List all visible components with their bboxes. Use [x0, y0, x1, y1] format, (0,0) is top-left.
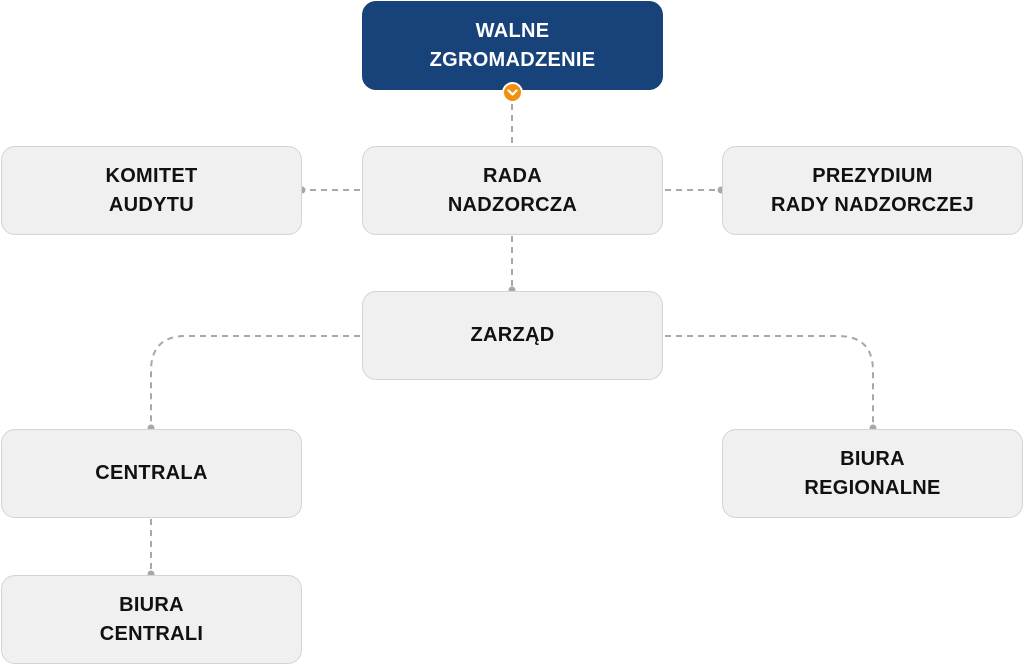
node-walne-zgromadzenie[interactable]: WALNE ZGROMADZENIE	[362, 1, 663, 90]
node-label-line: RADY NADZORCZEJ	[770, 193, 975, 216]
node-label-line: REGIONALNE	[804, 476, 941, 499]
connector-zarzad-centrala	[150, 335, 360, 428]
node-label-line: RADA	[483, 164, 542, 187]
node-biura-regionalne[interactable]: BIURA REGIONALNE	[722, 429, 1023, 518]
node-biura-centrali[interactable]: BIURA CENTRALI	[1, 575, 302, 664]
node-zarzad[interactable]: ZARZĄD	[362, 291, 663, 380]
connector-zarzad-biura-regionalne	[665, 335, 874, 428]
node-label-line: CENTRALA	[95, 462, 208, 484]
node-label-line: ZARZĄD	[470, 324, 555, 346]
node-label-line: WALNE	[475, 19, 550, 42]
node-komitet-audytu[interactable]: KOMITET AUDYTU	[1, 146, 302, 235]
node-label-line: CENTRALI	[99, 622, 204, 645]
chevron-down-icon	[507, 88, 518, 96]
node-label-line: KOMITET	[105, 164, 198, 187]
node-centrala[interactable]: CENTRALA	[1, 429, 302, 518]
node-label-line: ZGROMADZENIE	[429, 48, 596, 71]
node-label-line: BIURA	[119, 593, 184, 616]
node-label-line: BIURA	[840, 447, 905, 470]
expand-toggle[interactable]	[502, 82, 523, 103]
node-rada-nadzorcza[interactable]: RADA NADZORCZA	[362, 146, 663, 235]
node-prezydium-rady-nadzorczej[interactable]: PREZYDIUM RADY NADZORCZEJ	[722, 146, 1023, 235]
node-label-line: AUDYTU	[108, 193, 195, 216]
node-label-line: PREZYDIUM	[812, 164, 933, 187]
node-label-line: NADZORCZA	[447, 193, 578, 216]
